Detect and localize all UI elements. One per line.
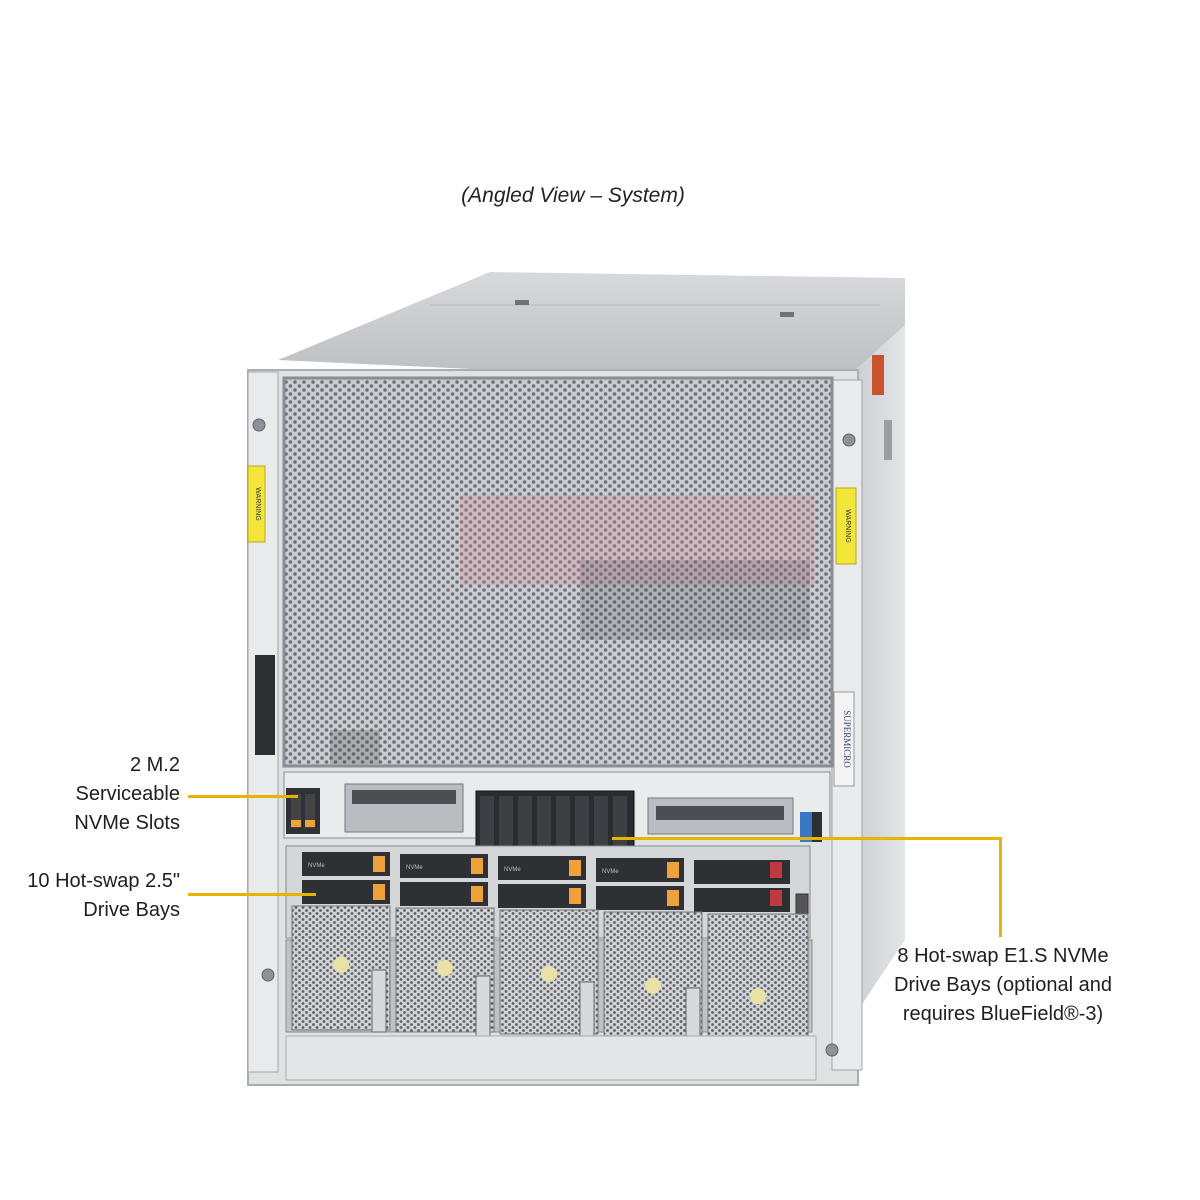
gpu-bay-mesh: [282, 376, 834, 768]
system-caption: (Angled View – System): [461, 184, 685, 207]
leader-e1s-horizontal: [612, 837, 1002, 840]
warning-label-right: WARNING: [835, 487, 857, 565]
svg-text:WARNING: WARNING: [254, 487, 261, 521]
brand-plate: SUPERMICRO: [833, 691, 855, 787]
fan-modules: [285, 905, 813, 1043]
callout-drive-bays-line-1: 10 Hot-swap 2.5": [27, 870, 180, 892]
leader-drive-bays: [188, 893, 316, 896]
callout-m2-slots: 2 M.2 Serviceable NVMe Slots: [40, 751, 180, 838]
callout-m2-line-3: NVMe Slots: [74, 812, 180, 834]
callout-e1s-line-3: requires BlueField®-3): [902, 1003, 1104, 1025]
warning-label-left: WARNING: [247, 465, 266, 543]
svg-text:SUPERMICRO: SUPERMICRO: [842, 710, 852, 768]
callout-e1s-line-2: Drive Bays (optional and: [894, 974, 1112, 996]
svg-text:NVMe: NVMe: [504, 867, 521, 873]
callout-m2-line-2: Serviceable: [75, 783, 180, 805]
svg-text:NVMe: NVMe: [406, 865, 423, 871]
e1s-drive-cage: [475, 790, 635, 854]
callout-drive-bays-line-2: Drive Bays: [83, 899, 180, 921]
svg-text:NVMe: NVMe: [602, 869, 619, 875]
callout-e1s-drive-bays: 8 Hot-swap E1.S NVMe Drive Bays (optiona…: [878, 942, 1128, 1029]
leader-e1s-vertical: [999, 837, 1002, 937]
svg-text:WARNING: WARNING: [844, 509, 851, 543]
drive-bays: NVMe NVMe NVMe NVMe: [285, 845, 811, 939]
svg-text:NVMe: NVMe: [308, 863, 325, 869]
chassis-top-cover: [278, 272, 905, 386]
callout-e1s-line-1: 8 Hot-swap E1.S NVMe: [897, 945, 1109, 967]
callout-drive-bays: 10 Hot-swap 2.5" Drive Bays: [8, 867, 180, 925]
leader-m2: [188, 795, 298, 798]
callout-m2-line-1: 2 M.2: [129, 754, 180, 776]
